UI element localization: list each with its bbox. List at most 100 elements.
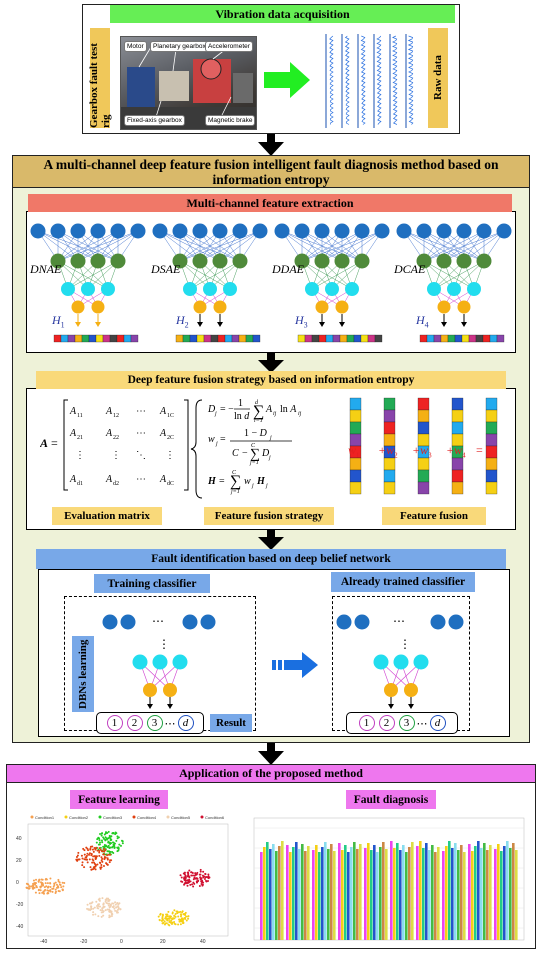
svg-text:A: A [40,436,48,450]
diagnosis-bar [350,847,353,940]
scatter-point [82,847,85,850]
scatter-point [184,881,187,884]
scatter-point [109,903,112,906]
hidden-node [467,282,481,296]
fusion-cell [349,481,362,495]
feature-cell [238,334,247,343]
scatter-point [100,864,103,867]
scatter-point [89,845,92,848]
scatter-point [32,879,35,882]
hidden-node [345,282,359,296]
rig-label: Gearbox fault test rig [88,28,112,128]
scatter-point [76,859,79,862]
scatter-point [164,922,167,925]
scatter-point [107,830,110,833]
weight-w2-sub: 2 [394,451,398,460]
visible-node [354,614,370,630]
feature-cell [60,334,69,343]
diagnosis-bar [422,848,425,940]
scatter-point [45,885,48,888]
diagnosis-bar [402,845,405,940]
scatter-point [38,892,41,895]
svg-text:⋯: ⋯ [136,428,146,439]
feature-cell [468,334,477,343]
scatter-point [97,907,100,910]
fault-diagnosis-label: Fault diagnosis [346,790,436,809]
acquisition-arrow [264,62,310,98]
feature-fusion-label: Feature fusion [382,507,486,525]
scatter-point [90,907,93,910]
raw-signal-trace [329,35,334,125]
feature-node [193,300,207,314]
fusion-cell [451,469,464,483]
scatter-point [117,903,120,906]
visible-node [120,614,136,630]
scatter-point [45,877,48,880]
weight-w3-letter: w [420,443,429,457]
input-node [212,223,228,239]
network-link [301,230,383,262]
diagnosis-bar [385,849,388,940]
scatter-point [55,883,58,886]
diagnosis-bar [408,847,411,940]
scatter-point [102,836,105,839]
hidden-node [183,282,197,296]
scatter-point [104,849,107,852]
scatter-point [96,863,99,866]
hidden-node [61,282,75,296]
scatter-point [44,882,47,885]
scatter-point [187,874,190,877]
feature-arrowhead [197,322,203,327]
hidden-node [70,253,86,269]
input-node [152,223,168,239]
diagnosis-bar [416,846,419,940]
raw-data-label: Raw data [428,28,448,128]
legend-marker [166,815,170,819]
test-rig-graphic [121,46,256,129]
scatter-point [88,853,91,856]
svg-text:D: D [261,448,270,459]
diagnosis-bar [497,844,500,940]
scatter-point [186,884,189,887]
svg-text:j=1: j=1 [230,489,240,495]
scatter-point [205,879,208,882]
scatter-point [184,913,187,916]
scatter-point [177,923,180,926]
feature-cell [318,334,327,343]
scatter-point [111,851,114,854]
scatter-point [111,912,114,915]
hidden-node [413,654,429,670]
feature-cell [447,334,456,343]
feature-arrowhead [339,322,345,327]
scatter-point [107,904,110,907]
scatter-point [106,854,109,857]
feature-cell [196,334,205,343]
diagnosis-bar [512,843,515,940]
diagnosis-bar [307,846,310,940]
identification-title: Fault identification based on deep belie… [36,549,506,569]
diagnosis-bar [327,849,330,940]
scatter-point [102,910,105,913]
svg-text:A: A [69,406,77,417]
diagnosis-bar [477,841,480,940]
feature-cell [95,334,104,343]
svg-text:⋱: ⋱ [136,450,146,461]
scatter-point [93,867,96,870]
svg-text:d1: d1 [77,481,83,487]
hidden-node [110,253,126,269]
scatter-point [106,832,109,835]
network-link [433,260,485,290]
scatter-point [25,882,28,885]
scatter-point [192,881,195,884]
svg-text:A: A [265,404,273,415]
diagnosis-bar [486,850,489,940]
visible-node [102,614,118,630]
scatter-point [191,883,194,886]
scatter-point [93,861,96,864]
layer-ellipsis: ⋮ [399,637,411,651]
dbn-trained-network: ⋯⋮ [336,614,464,709]
scatter-point [167,910,170,913]
scatter-point [85,854,88,857]
output-node [384,683,398,697]
class-1-trained: 1 [358,715,375,731]
